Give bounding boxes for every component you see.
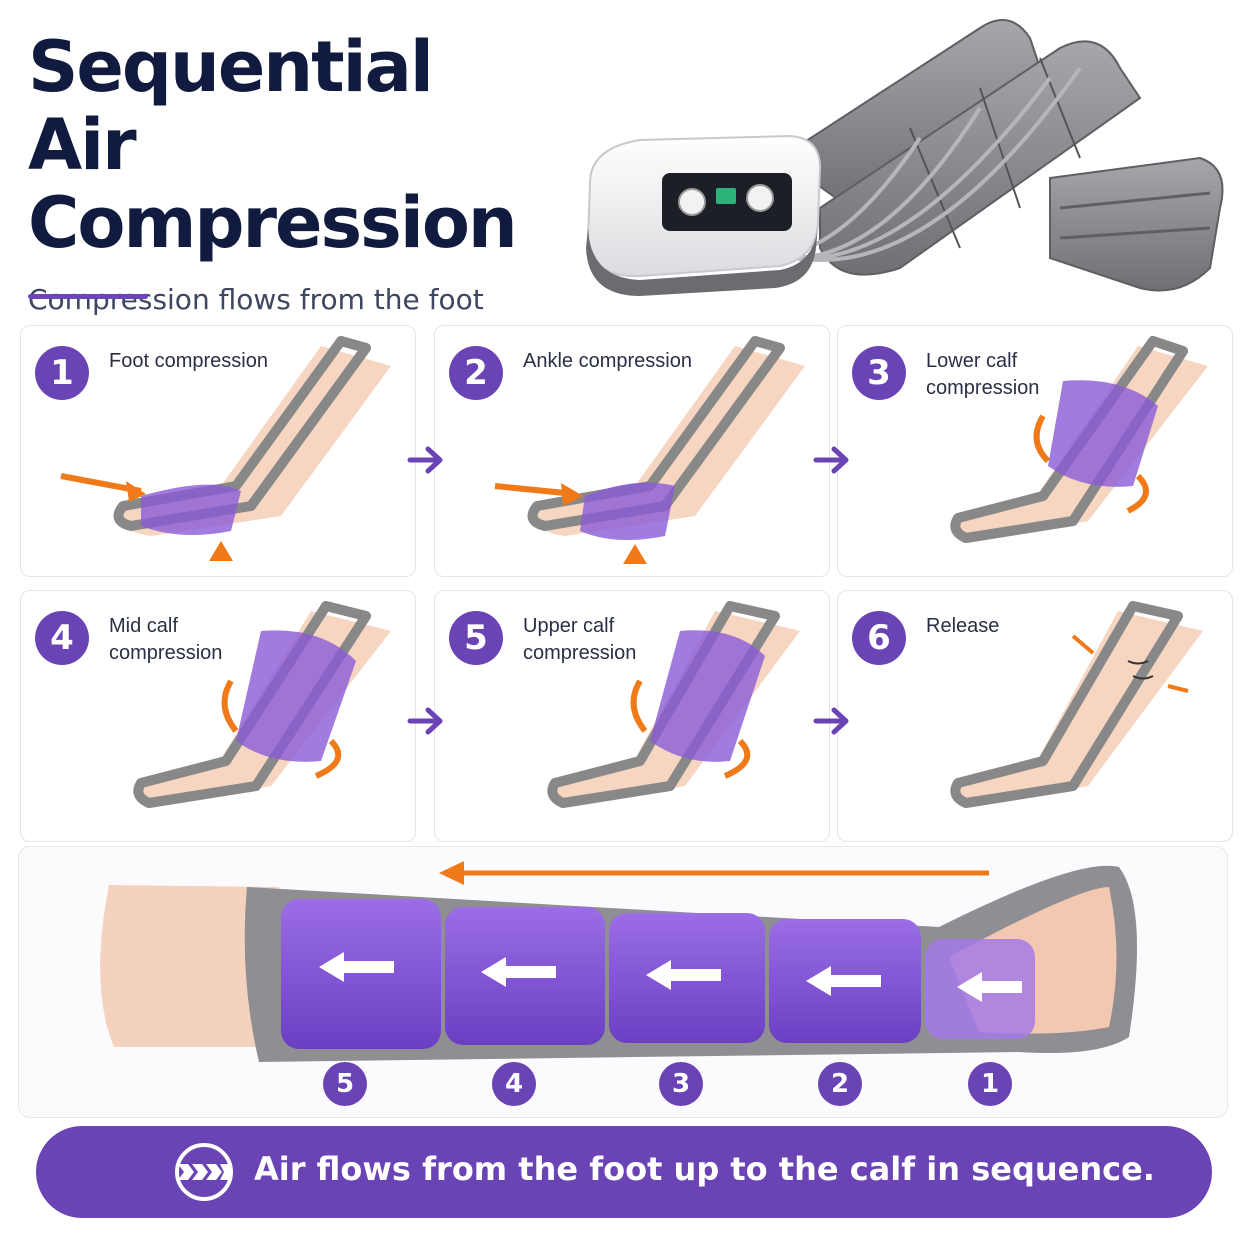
lower-calf-compression-illustration [950,336,1208,543]
step-card-6: 6 Release [837,590,1233,842]
step-number-badge: 1 [35,346,89,400]
leg-sequence-panel [18,846,1228,1118]
segment-number-4: 4 [492,1062,536,1106]
step-card-5: 5 Upper calf compression [434,590,830,842]
step-label: Foot compression [109,350,268,372]
step-number-badge: 3 [852,346,906,400]
step-label: Mid calf compression [109,615,223,664]
step-number-badge: 4 [35,611,89,665]
bottom-banner: Air flows from the foot up to the calf i… [36,1126,1212,1218]
accent-rule [28,294,148,299]
step-label: Lower calf compression [926,350,1040,399]
step-label: Release [926,615,1000,637]
arrow-right-icon [407,446,443,474]
leg-sleeve-illustration [100,861,1137,1062]
step-card-4: 4 Mid calf compression [20,590,416,842]
release-illustration [950,601,1203,808]
step-card-1: 1 Foot compression [20,325,416,577]
page-title: Sequential Air Compression [28,28,588,262]
arrow-right-icon [407,707,443,735]
step-label: Upper calf compression [523,615,637,664]
step-number-badge: 2 [449,346,503,400]
foot-compression-illustration [60,336,391,561]
segment-number-3: 3 [659,1062,703,1106]
ankle-compression-illustration [494,336,805,564]
product-image [586,19,1224,296]
headline: Sequential Air Compression Compression f… [28,28,588,360]
segment-number-1: 1 [968,1062,1012,1106]
step-card-2: 2 Ankle compression [434,325,830,577]
step-number-badge: 6 [852,611,906,665]
title-line-2: Air Compression [28,104,518,264]
arrow-right-icon [813,707,849,735]
arrow-right-icon [813,446,849,474]
step-label: Ankle compression [523,350,692,372]
mid-calf-compression-illustration [133,601,391,808]
step-number-badge: 5 [449,611,503,665]
segment-number-2: 2 [818,1062,862,1106]
step-card-3: 3 Lower calf compression [837,325,1233,577]
upper-calf-compression-illustration [547,601,800,808]
banner-text: Air flows from the foot up to the calf i… [254,1150,1155,1188]
segment-number-5: 5 [323,1062,367,1106]
title-line-1: Sequential [28,26,434,108]
flow-chevrons-icon [175,1143,233,1201]
